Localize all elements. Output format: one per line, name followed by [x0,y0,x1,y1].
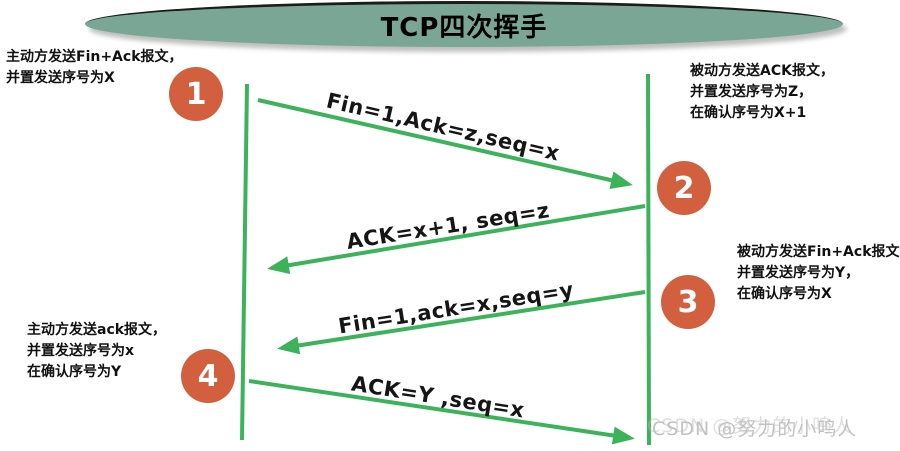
note-initiator-step4: 主动方发送ack报文， 并置发送序号为x 在确认序号为Y [27,320,166,383]
note-line: 被动方发送Fin+Ack报文 [737,244,900,260]
note-line: 并置发送序号为x [27,343,135,359]
csdn-watermark: CSDN @努力的小鸣人 [652,418,858,440]
arrow-step3-fin [277,290,646,355]
note-line: 被动方发送ACK报文， [690,63,834,79]
note-line: 并置发送序号为X [6,70,115,86]
note-initiator-step1: 主动方发送Fin+Ack报文， 并置发送序号为X [6,47,183,89]
page-title: TCP四次挥手 [380,13,548,43]
note-line: 在确认序号为Y [27,364,122,380]
step-badge-3: 3 [661,275,715,329]
step-number: 3 [677,284,699,320]
note-line: 主动方发送Fin+Ack报文， [6,49,183,65]
step-number: 4 [197,358,219,394]
step-badge-1: 1 [169,67,223,121]
lifeline-responder [646,73,651,446]
title-banner: TCP四次挥手 [85,1,843,47]
note-responder-step3: 被动方发送Fin+Ack报文 并置发送序号为Y， 在确认序号为X [737,242,900,305]
note-line: 在确认序号为X [737,286,832,302]
note-line: 并置发送序号为Z， [690,84,813,100]
note-line: 并置发送序号为Y， [737,265,860,281]
lifeline-initiator [240,83,249,441]
note-responder-step2: 被动方发送ACK报文， 并置发送序号为Z， 在确认序号为X+1 [690,61,834,124]
step-number: 2 [673,170,695,206]
step-badge-2: 2 [657,161,711,215]
note-line: 主动方发送ack报文， [27,322,167,338]
arrow-step1-fin [257,98,633,190]
step-badge-4: 4 [181,349,235,403]
note-line: 在确认序号为X+1 [690,105,807,121]
arrow-step2-ack [267,204,646,275]
arrow-step4-ack [248,379,635,445]
step-number: 1 [185,76,207,112]
